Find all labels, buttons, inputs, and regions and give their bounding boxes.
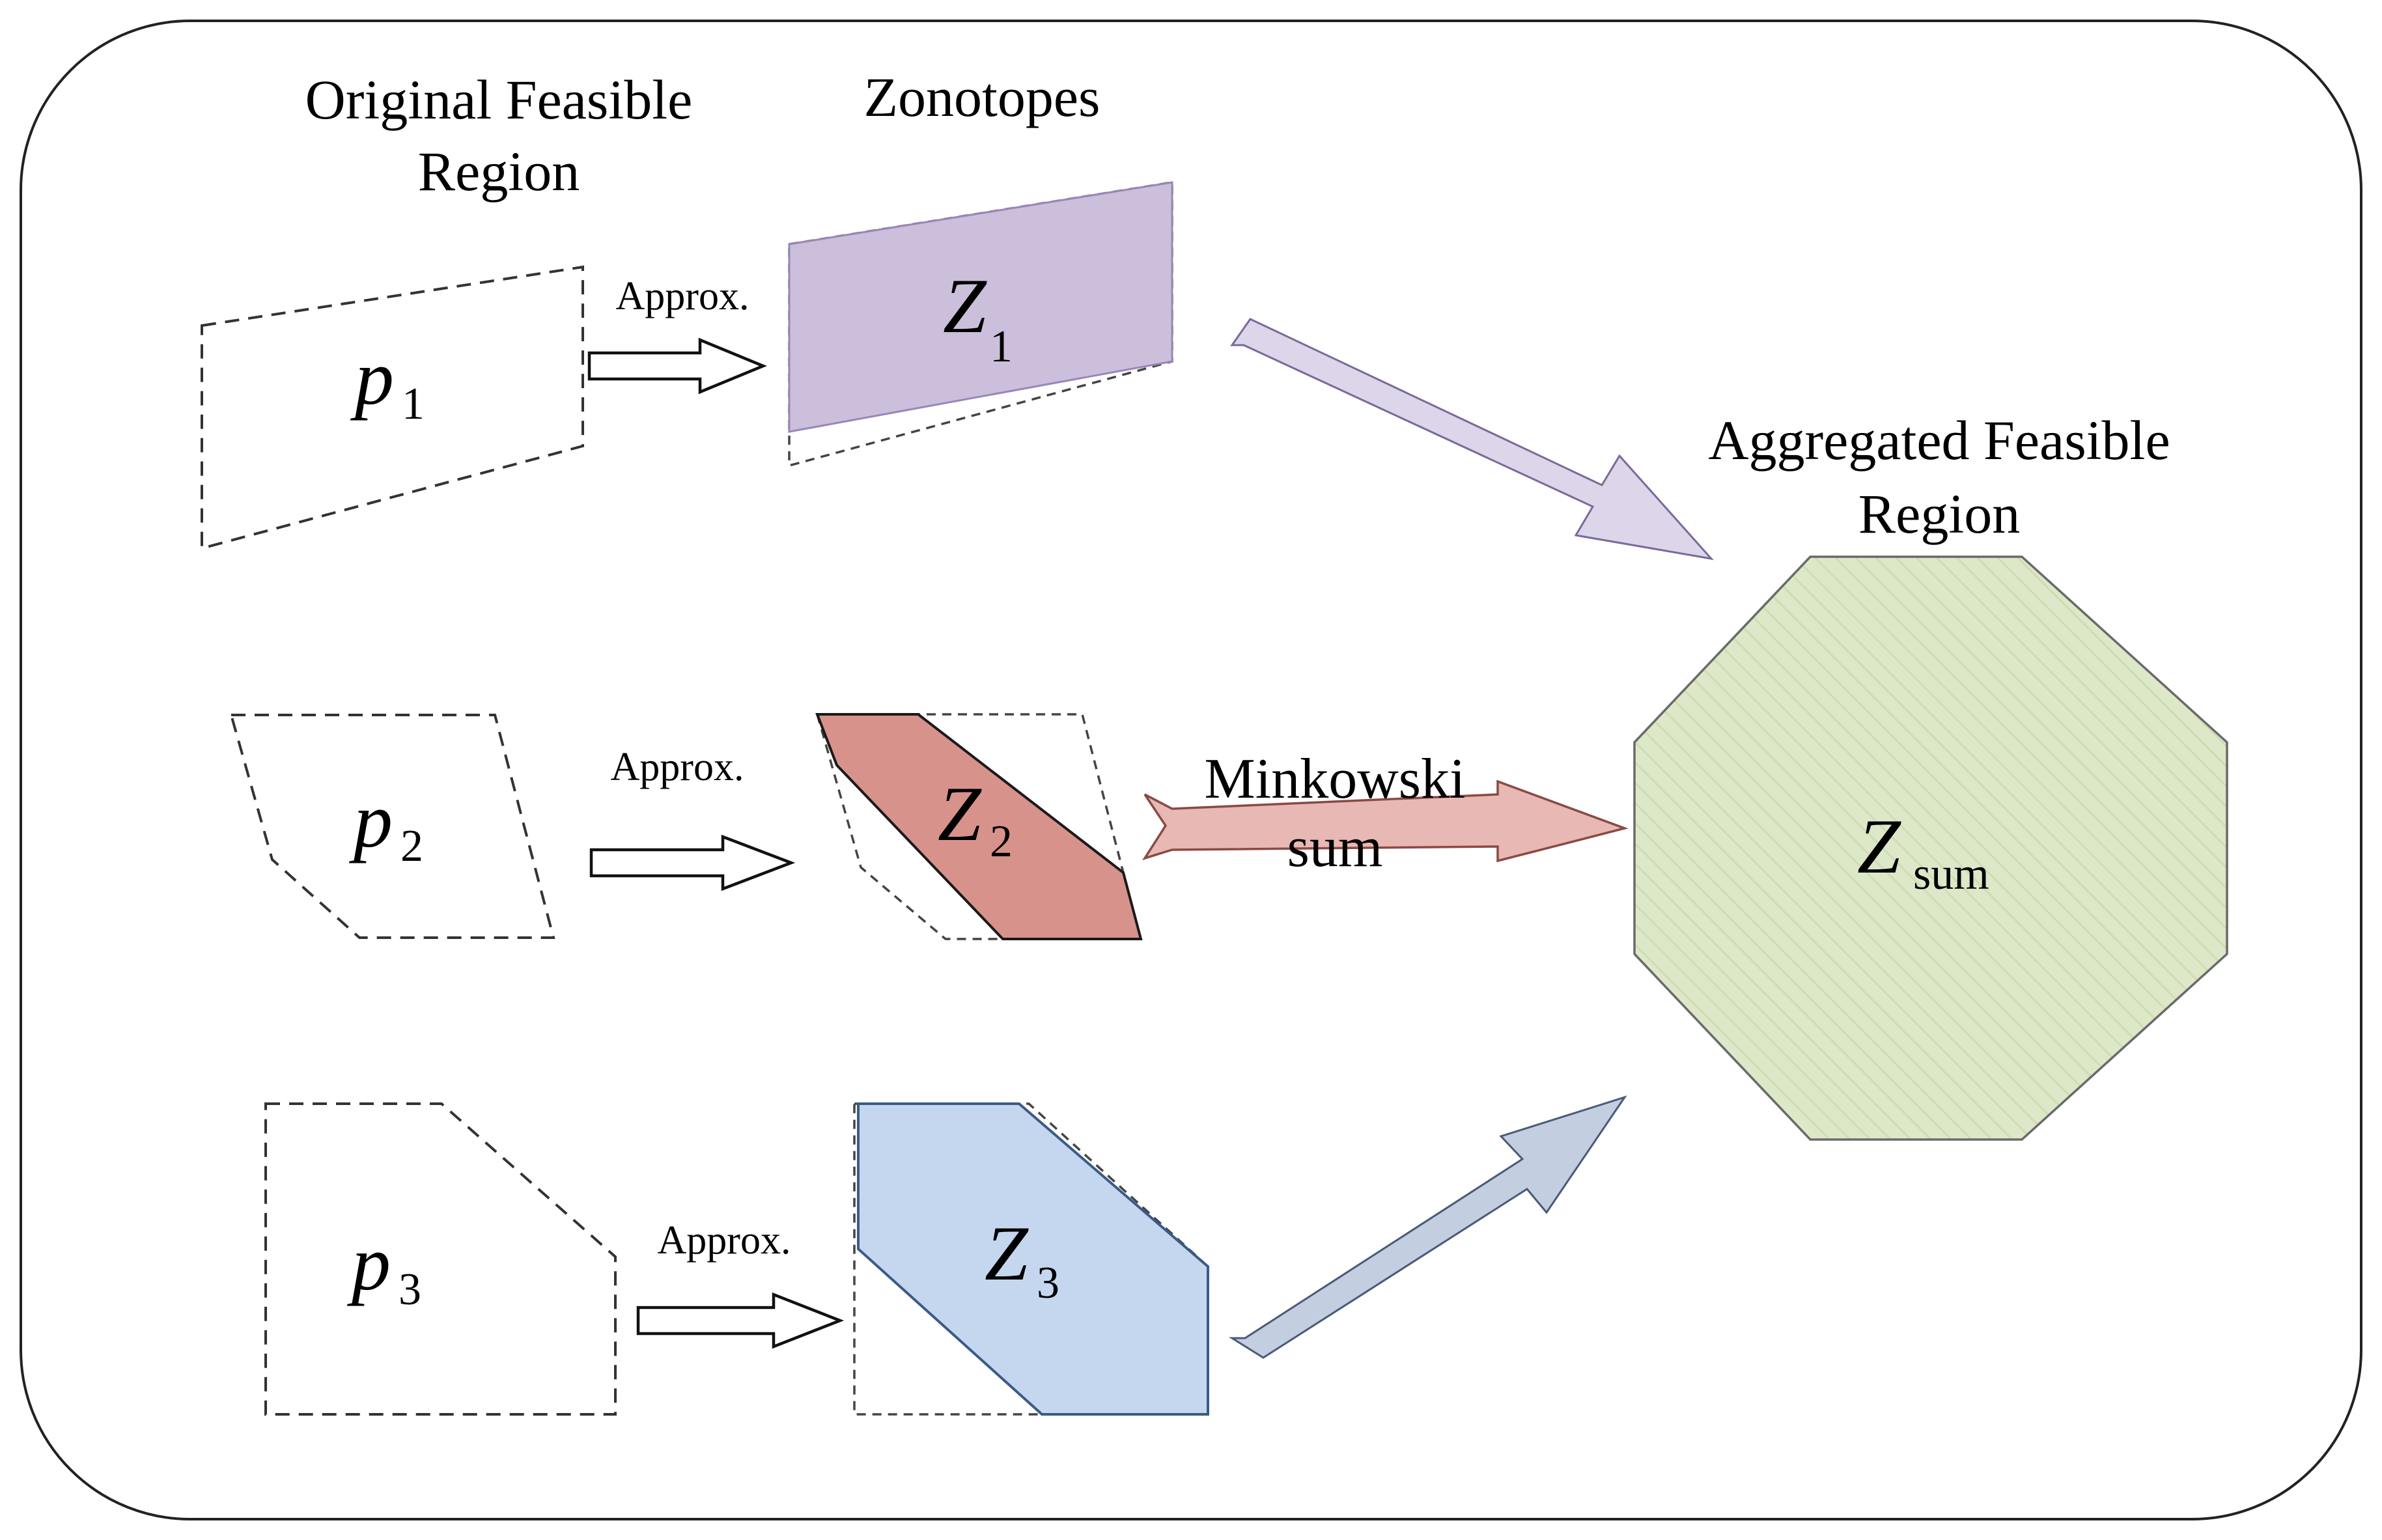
zonotope-z2-shape — [815, 713, 1143, 940]
polytope-p2-label: p 2 — [348, 777, 423, 871]
heading-aggregated-line1: Aggregated Feasible — [1708, 409, 2170, 471]
minkowski-label-line1: Minkowski — [1205, 748, 1466, 811]
p3-symbol: p — [346, 1220, 391, 1306]
zonotope-z3-label: Z 3 — [985, 1210, 1059, 1308]
polytope-p2-outline — [229, 714, 555, 939]
z2-symbol: Z — [938, 770, 982, 857]
outer-frame — [20, 20, 2362, 1520]
approx-label-3: Approx. — [658, 1218, 791, 1263]
approx-arrow-1 — [587, 337, 767, 395]
flow-arrow-minkowski — [1142, 779, 1629, 863]
aggregated-region-zsum — [1633, 555, 2228, 1141]
polytope-p3-label: p 3 — [346, 1220, 421, 1315]
approx-label-2: Approx. — [611, 745, 744, 789]
approx-arrow-3 — [636, 1292, 845, 1349]
p3-index: 3 — [399, 1265, 421, 1315]
z3-index: 3 — [1037, 1258, 1059, 1308]
polytope-p1-outline — [201, 265, 584, 550]
p2-index: 2 — [400, 821, 423, 871]
minkowski-label-line2: sum — [1287, 816, 1383, 879]
zsum-index: sum — [1913, 849, 1989, 899]
aggregated-region-label: Z sum — [1857, 803, 1989, 899]
flow-arrow-z1-to-aggregate — [1230, 318, 1714, 561]
zonotope-z1-shape — [788, 181, 1173, 433]
zsum-symbol: Z — [1857, 803, 1901, 889]
zonotope-z2-label: Z 2 — [938, 770, 1013, 867]
z1-symbol: Z — [943, 262, 987, 349]
p1-index: 1 — [402, 379, 425, 429]
polytope-p3-outline — [264, 1102, 617, 1416]
p1-symbol: p — [350, 334, 394, 421]
z1-index: 1 — [990, 322, 1013, 372]
approx-arrow-2 — [589, 834, 796, 891]
heading-original-line1: Original Feasible — [305, 68, 693, 131]
heading-original-line2: Region — [418, 140, 580, 203]
flow-arrow-z3-to-aggregate — [1228, 1095, 1627, 1359]
p2-symbol: p — [348, 777, 393, 863]
heading-zonotopes: Zonotopes — [863, 66, 1100, 128]
zonotope-z1-label: Z 1 — [943, 262, 1013, 372]
approx-label-1: Approx. — [616, 274, 750, 318]
z3-symbol: Z — [985, 1210, 1029, 1296]
zonotope-z3-shape — [857, 1102, 1209, 1416]
polytope-p1-label: p 1 — [350, 334, 425, 429]
zonotope-z2-original-outline — [815, 713, 1143, 940]
z2-index: 2 — [990, 817, 1013, 867]
heading-aggregated-line2: Region — [1858, 483, 2020, 545]
